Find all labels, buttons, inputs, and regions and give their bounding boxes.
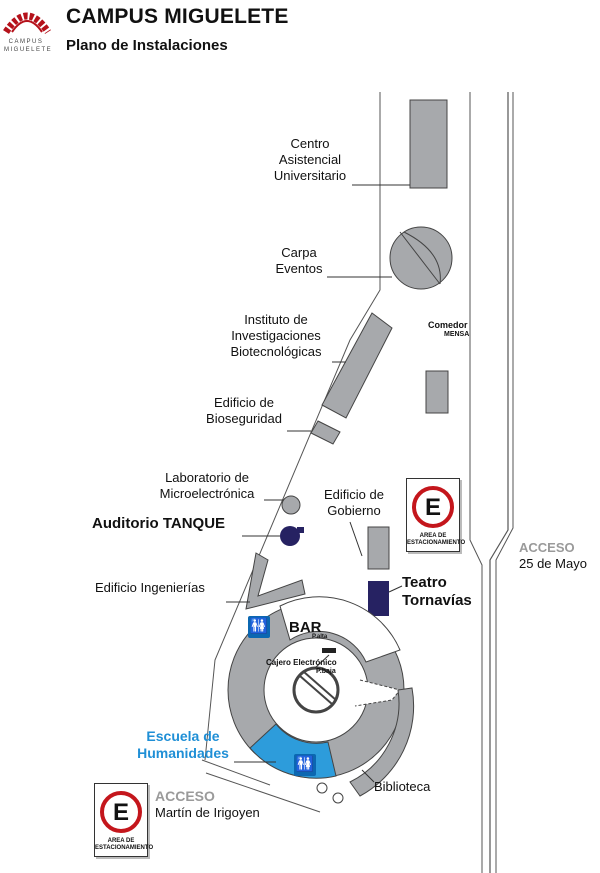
access-east-street: 25 de Mayo — [519, 556, 587, 571]
access-east-title: ACCESO — [519, 540, 575, 555]
building-ingenierias[interactable] — [245, 552, 306, 610]
restroom-icon: 🚻 — [248, 616, 270, 638]
label-cajero: Cajero Electrónico — [266, 658, 337, 667]
parking-sign-east: E AREA DE ESTACIONAMIENTO — [406, 478, 466, 552]
parking-caption-line2: ESTACIONAMIENTO — [95, 845, 154, 851]
road-lines — [201, 92, 514, 873]
parking-icon: E — [412, 486, 454, 528]
building-centro-asistencial[interactable] — [409, 99, 448, 189]
label-carpa-eventos: Carpa Eventos — [275, 245, 323, 276]
access-south-street: Martín de Irigoyen — [155, 805, 260, 820]
access-south-title: ACCESO — [155, 788, 215, 804]
label-centro-asistencial: Centro Asistencial Universitario — [273, 136, 347, 183]
parking-caption-line2: ESTACIONAMIENTO — [407, 540, 466, 546]
building-carpa-eventos[interactable] — [389, 226, 453, 290]
access-marker-b — [332, 792, 344, 804]
campus-logo-icon — [3, 12, 51, 35]
label-comedor: Comedor — [428, 320, 468, 330]
label-microelectronica: Laboratorio de Microelectrónica — [159, 470, 255, 501]
label-cajero-floor: P.baja — [316, 668, 336, 675]
svg-text:E: E — [113, 799, 129, 826]
svg-text:E: E — [425, 494, 441, 521]
label-biblioteca: Biblioteca — [374, 779, 431, 794]
building-biblioteca[interactable] — [349, 687, 415, 797]
label-gobierno: Edificio de Gobierno — [324, 487, 384, 518]
parking-caption-line1: AREA DE — [107, 838, 135, 844]
parking-caption: AREA DE ESTACIONAMIENTO — [95, 838, 154, 852]
parking-sign-south: E AREA DE ESTACIONAMIENTO — [94, 783, 154, 857]
parking-caption: AREA DE ESTACIONAMIENTO — [407, 533, 466, 547]
building-bioseguridad[interactable] — [310, 420, 341, 445]
restroom-icon: 🚻 — [294, 754, 316, 776]
label-bioseguridad: Edificio de Bioseguridad — [206, 395, 282, 426]
building-instituto[interactable] — [321, 312, 393, 419]
page-title: CAMPUS MIGUELETE — [66, 5, 289, 28]
logo-caption: CAMPUS MIGUELETE — [4, 38, 53, 54]
label-bar: BAR — [289, 619, 322, 636]
parking-icon: E — [100, 791, 142, 833]
access-marker-a — [316, 782, 328, 794]
leader-lines — [226, 184, 410, 783]
logo-caption-line2: MIGUELETE — [4, 47, 53, 53]
label-auditorio: Auditorio TANQUE — [92, 515, 226, 532]
building-gobierno[interactable] — [367, 526, 390, 570]
building-microelectronica[interactable] — [281, 495, 301, 515]
building-auditorio[interactable] — [280, 526, 304, 546]
parking-caption-line1: AREA DE — [419, 533, 447, 539]
label-humanidades: Escuela de Humanidades — [137, 728, 229, 761]
label-ingenierias: Edificio Ingenierías — [95, 580, 205, 595]
page-subtitle: Plano de Instalaciones — [66, 37, 228, 54]
label-mensa: MENSA — [444, 331, 470, 338]
label-bar-floor: P.alta — [312, 634, 328, 640]
logo-caption-line1: CAMPUS — [8, 39, 44, 45]
label-teatro: Teatro Tornavías — [402, 574, 472, 609]
building-teatro[interactable] — [368, 581, 389, 616]
label-instituto: Instituto de Investigaciones Biotecnológ… — [230, 312, 322, 359]
building-comedor[interactable] — [425, 370, 449, 414]
